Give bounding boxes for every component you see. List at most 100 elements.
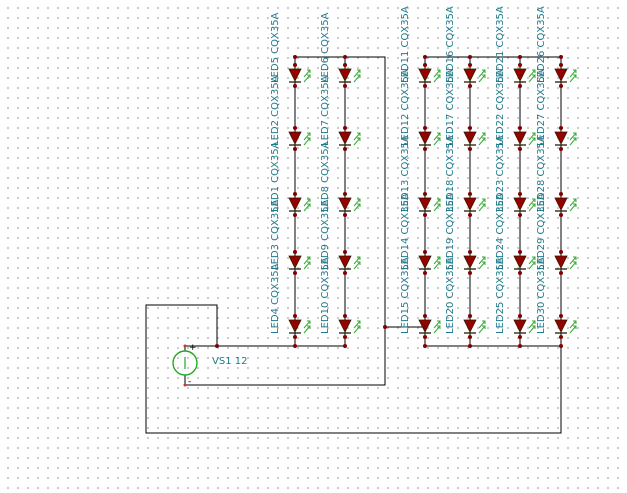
led-diode-icon xyxy=(338,319,361,334)
led-diode-icon xyxy=(288,319,311,334)
junction-node xyxy=(468,344,472,348)
led-R2-4[interactable]: LED25 CQX35A xyxy=(495,257,536,334)
led-R1-4[interactable]: LED20 CQX35A xyxy=(445,257,486,334)
led-R3-4[interactable]: LED30 CQX35A xyxy=(536,257,577,334)
led-L1-3[interactable]: LED9 CQX35A xyxy=(320,199,361,270)
junction-node xyxy=(293,344,297,348)
led-label: LED16 CQX35A xyxy=(445,6,456,83)
led-diode-icon xyxy=(513,319,536,334)
junction-node xyxy=(293,250,297,254)
led-L0-1[interactable]: LED2 CQX35A xyxy=(270,75,311,146)
led-R2-0[interactable]: LED21 CQX35A xyxy=(495,6,536,83)
led-R2-1[interactable]: LED22 CQX35A xyxy=(495,69,536,146)
junction-node xyxy=(518,63,522,67)
led-label: LED2 CQX35A xyxy=(270,75,281,146)
junction-node xyxy=(423,84,427,88)
junction-node xyxy=(423,55,427,59)
led-R0-2[interactable]: LED13 CQX35A xyxy=(400,135,441,212)
junction-node xyxy=(518,147,522,151)
junction-node xyxy=(468,213,472,217)
led-label: LED5 CQX35A xyxy=(270,12,281,83)
junction-node xyxy=(559,213,563,217)
led-label: LED19 CQX35A xyxy=(445,193,456,270)
source-minus-sign: - xyxy=(188,377,191,387)
source-label: VS1 12 xyxy=(212,356,247,367)
led-diode-icon xyxy=(554,68,577,83)
led-diode-icon xyxy=(288,68,311,83)
led-label: LED4 CQX35A xyxy=(270,263,281,334)
led-label: LED13 CQX35A xyxy=(400,135,411,212)
led-R3-1[interactable]: LED27 CQX35A xyxy=(536,69,577,146)
led-label: LED7 CQX35A xyxy=(320,75,331,146)
junction-node xyxy=(423,344,427,348)
led-R0-1[interactable]: LED12 CQX35A xyxy=(400,69,441,146)
junction-node xyxy=(559,314,563,318)
junction-node xyxy=(293,213,297,217)
junction-node xyxy=(423,63,427,67)
junction-node xyxy=(468,271,472,275)
junction-node xyxy=(468,192,472,196)
led-L1-2[interactable]: LED8 CQX35A xyxy=(320,141,361,212)
junction-node xyxy=(343,192,347,196)
led-label: LED14 CQX35A xyxy=(400,193,411,270)
led-diode-icon xyxy=(338,197,361,212)
junction-node xyxy=(559,63,563,67)
led-L1-4[interactable]: LED10 CQX35A xyxy=(320,257,361,334)
led-R0-0[interactable]: LED11 CQX35A xyxy=(400,6,441,83)
junction-node xyxy=(343,250,347,254)
junction-node xyxy=(423,325,427,329)
junction-node xyxy=(383,325,387,329)
led-label: LED10 CQX35A xyxy=(320,257,331,334)
junction-node xyxy=(423,126,427,130)
junction-node xyxy=(423,147,427,151)
led-L1-0[interactable]: LED6 CQX35A xyxy=(320,12,361,83)
junction-node xyxy=(293,271,297,275)
junction-node xyxy=(559,55,563,59)
led-R3-0[interactable]: LED26 CQX35A xyxy=(536,6,577,83)
junction-node xyxy=(518,344,522,348)
led-R3-3[interactable]: LED29 CQX35A xyxy=(536,193,577,270)
junction-node xyxy=(293,192,297,196)
led-R1-2[interactable]: LED18 CQX35A xyxy=(445,135,486,212)
led-L0-0[interactable]: LED5 CQX35A xyxy=(270,12,311,83)
led-R2-3[interactable]: LED24 CQX35A xyxy=(495,193,536,270)
led-label: LED22 CQX35A xyxy=(495,69,506,146)
led-L0-4[interactable]: LED4 CQX35A xyxy=(270,263,311,334)
led-diode-icon xyxy=(418,255,441,270)
led-label: LED23 CQX35A xyxy=(495,135,506,212)
led-R1-0[interactable]: LED16 CQX35A xyxy=(445,6,486,83)
junction-node xyxy=(468,250,472,254)
led-R1-3[interactable]: LED19 CQX35A xyxy=(445,193,486,270)
junction-node xyxy=(293,63,297,67)
led-label: LED11 CQX35A xyxy=(400,6,411,83)
junction-node xyxy=(468,314,472,318)
junction-node xyxy=(343,84,347,88)
led-R0-3[interactable]: LED14 CQX35A xyxy=(400,193,441,270)
junction-node xyxy=(293,84,297,88)
junction-node xyxy=(468,84,472,88)
wire-loop-left-return xyxy=(184,56,386,386)
led-diode-icon xyxy=(513,197,536,212)
led-R2-2[interactable]: LED23 CQX35A xyxy=(495,135,536,212)
led-L1-1[interactable]: LED7 CQX35A xyxy=(320,75,361,146)
led-diode-icon xyxy=(418,68,441,83)
led-label: LED26 CQX35A xyxy=(536,6,547,83)
junction-node xyxy=(518,250,522,254)
junction-node xyxy=(518,314,522,318)
led-R1-1[interactable]: LED17 CQX35A xyxy=(445,69,486,146)
led-R3-2[interactable]: LED28 CQX35A xyxy=(536,135,577,212)
junction-node xyxy=(343,55,347,59)
led-diode-icon xyxy=(513,131,536,146)
junction-node xyxy=(468,55,472,59)
junction-node xyxy=(559,126,563,130)
led-L0-3[interactable]: LED3 CQX35A xyxy=(270,199,311,270)
junction-node xyxy=(559,271,563,275)
led-L0-2[interactable]: LED1 CQX35A xyxy=(270,141,311,212)
voltage-source[interactable]: + - VS1 12 xyxy=(172,343,247,387)
junction-node xyxy=(559,84,563,88)
junction-node xyxy=(518,271,522,275)
junction-node xyxy=(343,63,347,67)
led-label: LED3 CQX35A xyxy=(270,199,281,270)
junction-node xyxy=(293,55,297,59)
